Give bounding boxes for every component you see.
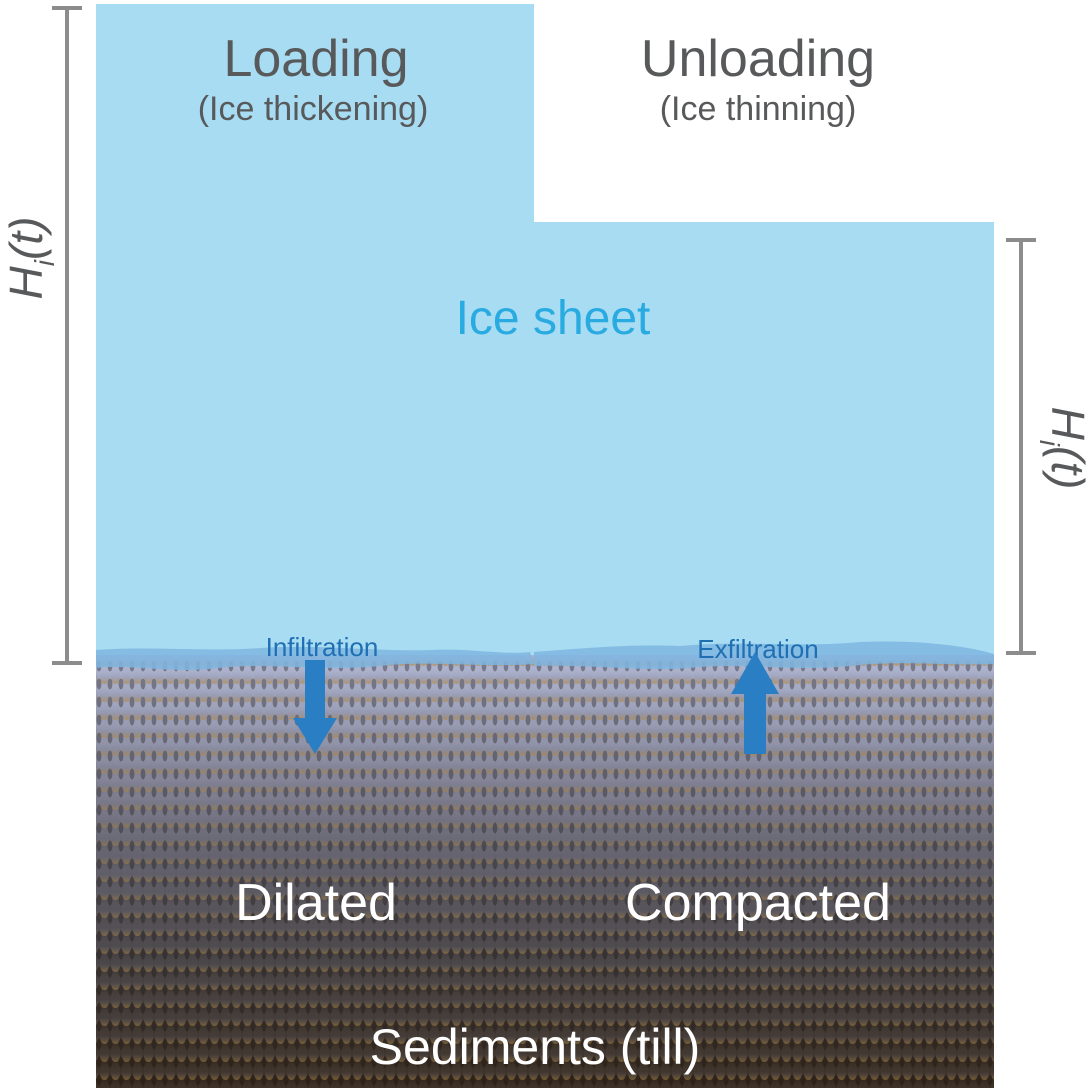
infiltration-arrow [293, 660, 337, 754]
basal-water-loading [96, 646, 534, 670]
ice-block-loading [96, 4, 534, 660]
sediment-layer [96, 655, 994, 1088]
infiltration-arrow-head [293, 718, 337, 754]
sediments-label: Sediments (till) [370, 1019, 701, 1075]
basal-water-film [96, 641, 994, 670]
unloading-title: Unloading [641, 30, 875, 88]
dilated-label: Dilated [235, 874, 397, 932]
exfiltration-arrow-shaft [744, 690, 766, 754]
ice-thickness-bracket-loading [52, 6, 82, 665]
ice-sheet-label: Ice sheet [456, 292, 651, 345]
compacted-label: Compacted [625, 874, 891, 932]
ice-thickness-label-unloading: Hi(t) [1034, 407, 1090, 490]
basal-water-unloading [534, 641, 994, 670]
ice-thickness-bracket-unloading [1006, 238, 1036, 655]
loading-subtitle: (Ice thickening) [198, 90, 429, 128]
ice-sheet [96, 4, 994, 660]
infiltration-label: Infiltration [266, 632, 379, 662]
unloading-subtitle: (Ice thinning) [660, 90, 857, 128]
ice-block-unloading [534, 222, 994, 660]
infiltration-arrow-shaft [305, 660, 325, 722]
sediment-shade [96, 655, 994, 1088]
ice-thickness-label-loading: Hi(t) [0, 217, 60, 300]
loading-title: Loading [223, 30, 408, 88]
exfiltration-arrow [731, 652, 779, 754]
exfiltration-arrow-head [731, 652, 779, 694]
